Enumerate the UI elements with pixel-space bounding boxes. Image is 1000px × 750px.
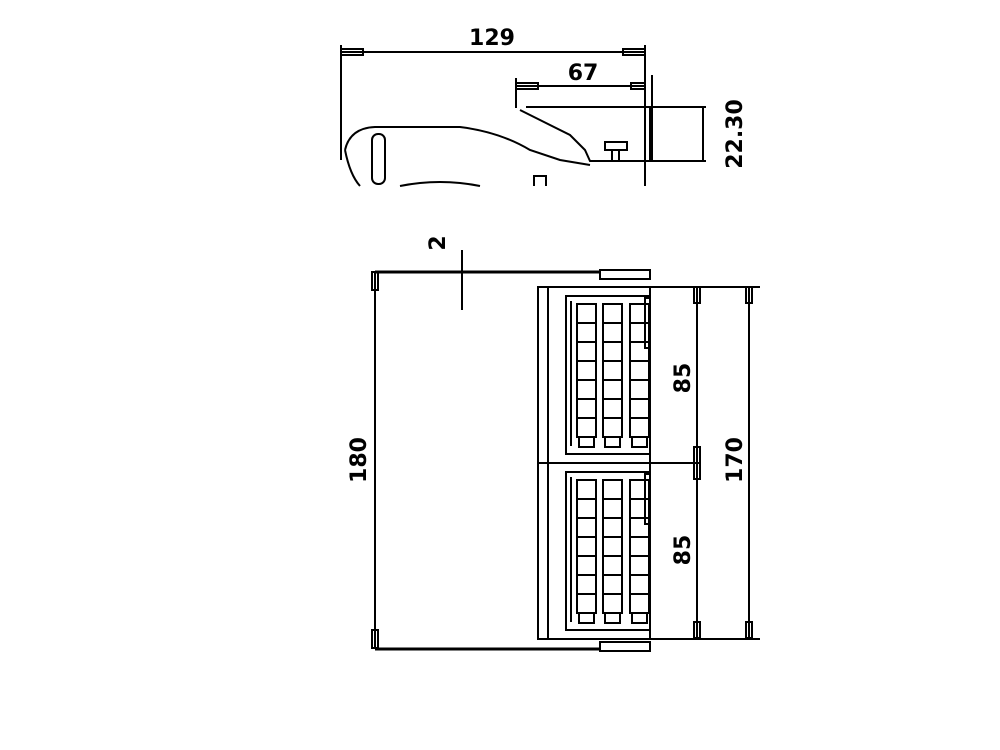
terminal-cell <box>602 360 623 381</box>
dim-2-label: 2 <box>426 235 451 250</box>
slot-hole <box>371 133 386 185</box>
terminal-cell <box>602 517 623 538</box>
terminal-cell <box>629 536 650 557</box>
terminal-cell <box>602 417 623 438</box>
dim-85-lower-label: 85 <box>671 535 696 566</box>
terminal-foot <box>604 436 621 448</box>
terminal-cell <box>576 398 597 419</box>
module-frame <box>565 471 651 631</box>
dim-129-label: 129 <box>469 26 515 51</box>
terminal-cell <box>602 479 623 500</box>
terminal-cell <box>629 517 650 538</box>
terminal-cell <box>576 379 597 400</box>
body-curve <box>344 126 591 166</box>
side-view: 129 67 22.30 <box>340 26 748 187</box>
terminal-cell <box>602 574 623 595</box>
front-profile <box>519 106 645 162</box>
terminal-cell <box>629 398 650 419</box>
terminal-cell <box>629 322 650 343</box>
terminal-cell <box>629 555 650 576</box>
terminal-cell <box>629 574 650 595</box>
terminal-cell <box>576 536 597 557</box>
terminal-cell <box>576 341 597 362</box>
terminal-cell <box>576 479 597 500</box>
terminal-cell <box>602 341 623 362</box>
module-latch <box>644 473 651 525</box>
terminal-cell <box>602 379 623 400</box>
terminal-foot <box>578 436 595 448</box>
terminal-cell <box>576 322 597 343</box>
terminal-cell <box>576 574 597 595</box>
terminal-foot <box>578 612 595 624</box>
terminal-cell <box>576 498 597 519</box>
terminal-cell <box>576 593 597 614</box>
dim-180-label: 180 <box>347 437 372 483</box>
terminal-cell <box>576 517 597 538</box>
terminal-cell <box>576 303 597 324</box>
terminal-cell <box>576 360 597 381</box>
dim-170-label: 170 <box>723 437 748 483</box>
terminal-cell <box>602 536 623 557</box>
terminal-cell <box>629 593 650 614</box>
dim-22-30-label: 22.30 <box>723 99 748 169</box>
terminal-cell <box>629 417 650 438</box>
terminal-foot <box>631 612 648 624</box>
terminal-foot <box>631 436 648 448</box>
terminal-cell <box>576 555 597 576</box>
terminal-cell <box>629 360 650 381</box>
terminal-cell <box>629 303 650 324</box>
terminal-cell <box>602 593 623 614</box>
terminal-cell <box>629 479 650 500</box>
dim-85-upper-label: 85 <box>671 363 696 394</box>
front-view: 2 180 85 85 170 <box>347 235 760 652</box>
terminal-cell <box>602 555 623 576</box>
terminal-cell <box>629 341 650 362</box>
module-frame <box>565 295 651 455</box>
terminal-cell <box>629 379 650 400</box>
terminal-cell <box>629 498 650 519</box>
dim-67-label: 67 <box>568 61 599 86</box>
terminal-cell <box>602 398 623 419</box>
terminal-cell <box>576 417 597 438</box>
terminal-foot <box>604 612 621 624</box>
terminal-cell <box>602 498 623 519</box>
terminal-modules <box>565 295 651 631</box>
terminal-cell <box>602 322 623 343</box>
terminal-cell <box>602 303 623 324</box>
module-latch <box>644 297 651 349</box>
